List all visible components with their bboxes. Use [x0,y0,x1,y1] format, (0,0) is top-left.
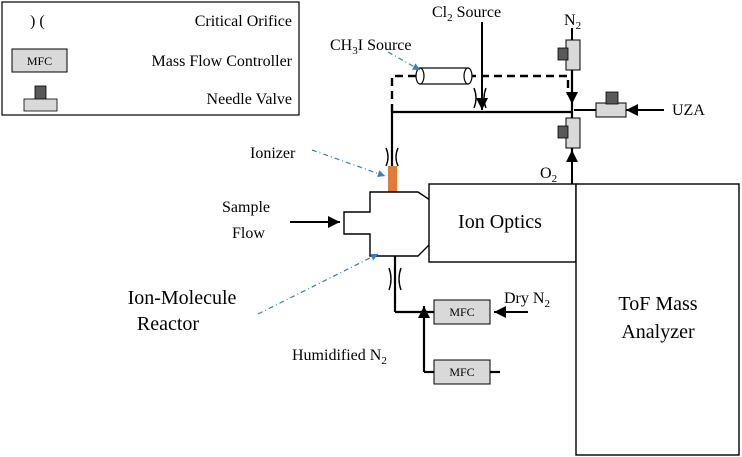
mfc-humidified-label: MFC [449,365,474,379]
ch3i-source-icon [415,67,473,85]
ion-optics-box [428,183,577,263]
needle-valve-o2-icon [557,117,581,149]
humidified-n2-label: Humidified N2 [292,347,387,367]
analyzer-label: Analyzer [621,321,695,343]
uza-label: UZA [672,102,705,119]
cl2-source-label: Cl2 Source [432,4,501,24]
legend-mfc-box [11,48,68,73]
critical-orifice-bottom [388,267,402,291]
legend-needle-valve: Needle Valve [207,91,292,108]
reactor-leader [257,253,379,315]
sample-label: Sample [222,199,270,216]
n2-top-label: N2 [564,12,581,32]
ion-molecule-label: Ion-Molecule [128,287,237,309]
legend-mfc-symbol: MFC [27,54,52,68]
ionizer-element [388,166,397,192]
legend-orifice-symbol: ) ( [30,13,45,30]
critical-orifice-top [385,147,399,167]
ionizer-leader [311,149,386,177]
mfc-humidified: MFC [433,359,491,385]
ion-molecule-reactor-body [343,191,431,257]
legend-critical-orifice: Critical Orifice [195,13,292,30]
legend: ) ( Critical Orifice MFC Mass Flow Contr… [1,1,300,116]
needle-valve-n2-icon [557,39,581,71]
dry-n2-label: Dry N2 [504,290,550,310]
legend-needle-valve-icon [23,85,58,112]
critical-orifice-manifold [473,87,487,109]
ionizer-label: Ionizer [250,145,296,162]
needle-valve-uza-icon [595,91,627,118]
o2-label: O2 [540,165,557,185]
ion-optics-label: Ion Optics [458,211,542,233]
ch3i-dashed-line [390,74,570,112]
tof-analyzer-box [575,183,740,456]
reactor-label: Reactor [137,313,200,335]
ch3i-source-label: CH3I Source [330,37,412,57]
mfc-dry: MFC [433,299,491,325]
mfc-dry-label: MFC [449,305,474,319]
flow-label: Flow [232,225,265,242]
ch3i-leader [387,51,421,71]
tof-mass-label: ToF Mass [618,293,697,315]
legend-mass-flow-controller: Mass Flow Controller [152,53,293,70]
